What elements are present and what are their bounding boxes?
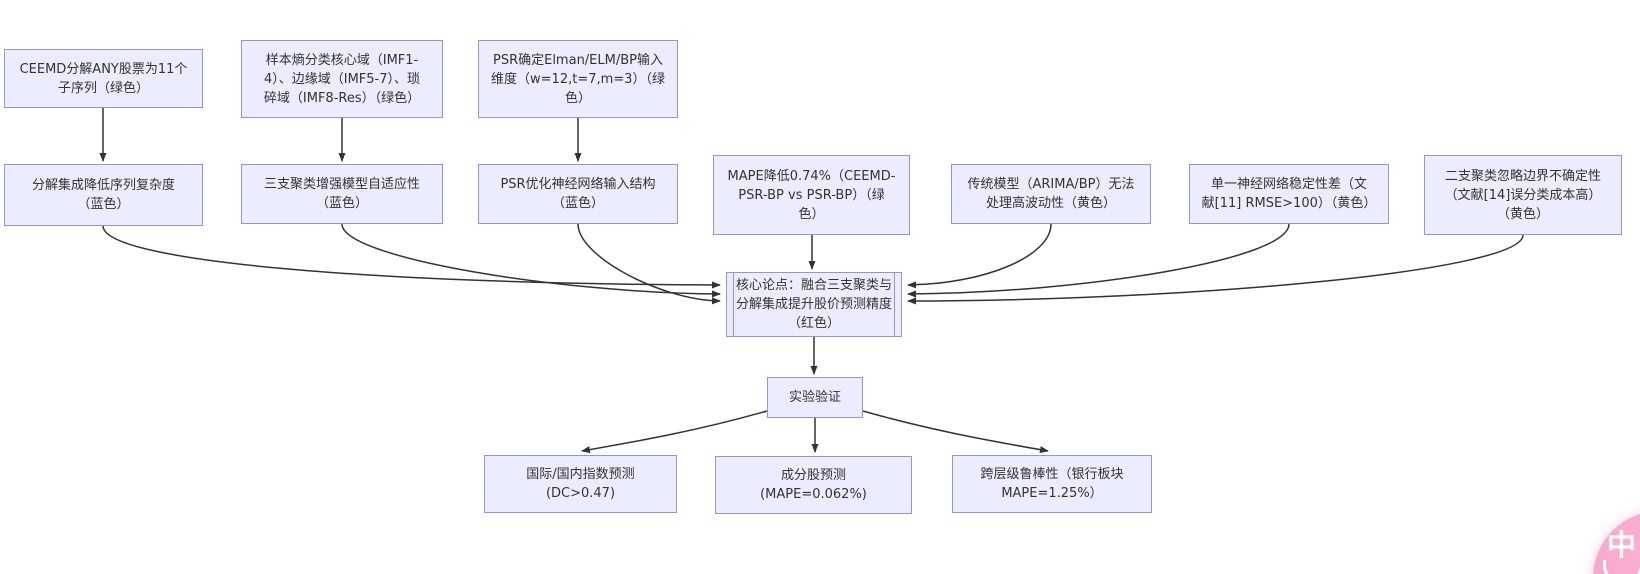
- node-text-line: 献[11] RMSE>100）（黄色）: [1201, 196, 1377, 211]
- edge-twoway-to-core: [907, 234, 1524, 305]
- chinese-glyph: 中: [1607, 528, 1637, 562]
- curved-arrow-icon: [1603, 560, 1627, 574]
- node-traditional-models: 传统模型（ARIMA/BP）无法 处理高波动性（黄色）: [951, 164, 1151, 224]
- edge-psropt-to-core: [577, 223, 721, 305]
- node-experiment-validation: 实验验证: [767, 377, 863, 418]
- node-text-line: 核心论点：融合三支聚类与: [735, 278, 892, 293]
- edge-experiment-to-robustness: [862, 410, 1049, 454]
- node-text-line: PSR-BP vs PSR-BP）（绿: [738, 187, 885, 203]
- node-ceemd-decompose: CEEMD分解ANY股票为11个 子序列（绿色）: [4, 49, 203, 108]
- node-text-line: 样本熵分类核心域（IMF1-: [265, 52, 419, 68]
- edge-decomposition-to-core: [102, 225, 721, 289]
- edge-experiment-to-index: [581, 410, 768, 454]
- node-psr-dimension: PSR确定Elman/ELM/BP输入 维度（w=12,t=7,m=3）（绿 色…: [478, 40, 678, 118]
- node-psr-optimize: PSR优化神经网络输入结构 （蓝色）: [478, 164, 678, 224]
- edge-clustering-to-core: [341, 223, 721, 298]
- node-sample-entropy: 样本熵分类核心域（IMF1- 4）、边缘域（IMF5-7）、琐 碎域（IMF8-…: [241, 40, 443, 118]
- node-text-line: 分解集成降低序列复杂度: [31, 178, 175, 193]
- node-text-line: 单一神经网络稳定性差（文: [1210, 177, 1367, 192]
- node-text-line: 色）: [798, 206, 825, 222]
- node-text-line: 三支聚类增强模型自适应性: [263, 177, 420, 192]
- node-single-network: 单一神经网络稳定性差（文 献[11] RMSE>100）（黄色）: [1189, 164, 1389, 224]
- node-text-line: 子序列（绿色）: [57, 80, 149, 96]
- node-text-line: 碎域（IMF8-Res）（绿色）: [263, 90, 421, 106]
- node-decomposition-integration: 分解集成降低序列复杂度 （蓝色）: [4, 164, 203, 226]
- latin-glyph: A: [1635, 553, 1640, 574]
- node-text-line: （蓝色）: [315, 196, 368, 211]
- node-text-line: （黄色）: [1496, 206, 1549, 222]
- node-text-line: 处理高波动性（黄色）: [985, 196, 1116, 211]
- node-text-line: (MAPE=0.062%): [760, 487, 867, 502]
- node-cross-level-robustness: 跨层级鲁棒性（银行板块 MAPE=1.25%）: [952, 455, 1152, 513]
- edge-singlenet-to-core: [907, 223, 1290, 298]
- edge-traditional-to-core: [907, 223, 1052, 289]
- node-text-line: MAPE=1.25%）: [1001, 486, 1103, 501]
- node-text-line: （文献[14]误分类成本高）: [1444, 187, 1602, 203]
- node-text-line: 4）、边缘域（IMF5-7）、琐: [263, 71, 421, 87]
- node-three-way-clustering: 三支聚类增强模型自适应性 （蓝色）: [241, 164, 443, 224]
- node-text-line: 实验验证: [788, 390, 841, 405]
- node-core-thesis: 核心论点：融合三支聚类与 分解集成提升股价预测精度 （红色）: [726, 272, 902, 337]
- node-text-line: 跨层级鲁棒性（银行板块: [980, 467, 1124, 482]
- node-text-line: 色）: [564, 90, 591, 106]
- node-text-line: PSR确定Elman/ELM/BP输入: [492, 52, 663, 68]
- node-text-line: MAPE降低0.74%（CEEMD-: [727, 168, 896, 184]
- node-text-line: （蓝色）: [77, 197, 130, 212]
- node-text-line: （红色）: [787, 316, 840, 331]
- node-text-line: 分解集成提升股价预测精度: [735, 297, 892, 312]
- node-text-line: PSR优化神经网络输入结构: [500, 177, 656, 192]
- node-component-stock: 成分股预测 (MAPE=0.062%): [715, 456, 912, 514]
- node-text-line: CEEMD分解ANY股票为11个: [19, 61, 188, 77]
- node-text-line: 维度（w=12,t=7,m=3）（绿: [491, 71, 665, 87]
- node-text-line: （蓝色）: [551, 196, 604, 211]
- node-text-line: 成分股预测: [780, 468, 846, 483]
- node-mape-reduction: MAPE降低0.74%（CEEMD- PSR-BP vs PSR-BP）（绿 色…: [713, 155, 910, 235]
- node-index-prediction: 国际/国内指数预测 (DC>0.47): [484, 455, 677, 513]
- node-text-line: 国际/国内指数预测: [526, 467, 635, 482]
- node-two-way-clustering: 二支聚类忽略边界不确定性 （文献[14]误分类成本高） （黄色）: [1424, 155, 1622, 235]
- node-text-line: (DC>0.47): [545, 486, 616, 501]
- node-text-line: 二支聚类忽略边界不确定性: [1444, 168, 1601, 184]
- node-text-line: 传统模型（ARIMA/BP）无法: [967, 177, 1135, 192]
